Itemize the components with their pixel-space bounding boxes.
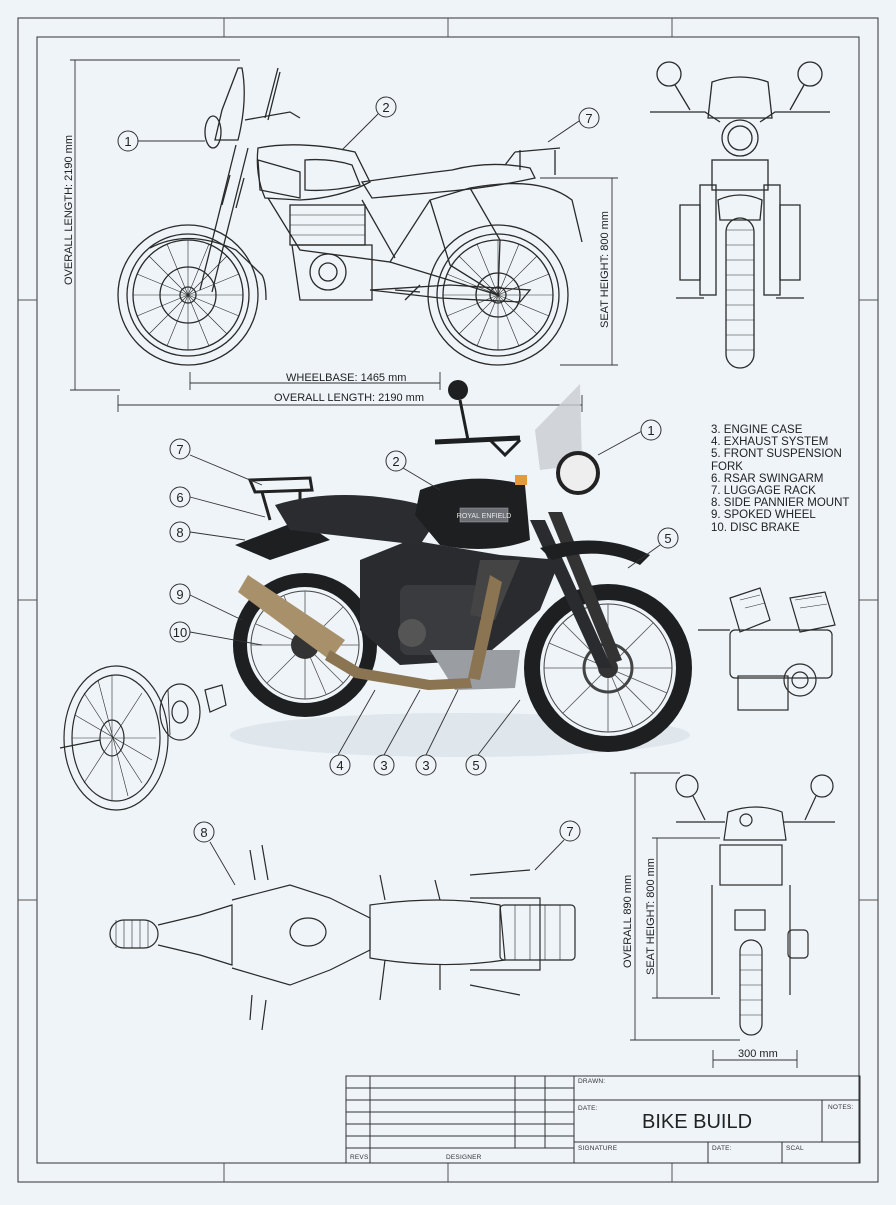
rear-width-label: 300 mm: [738, 1048, 778, 1060]
render-callout-2: 2: [385, 450, 407, 472]
side-view-drawing: [117, 67, 583, 366]
scale-label: SCAL: [786, 1145, 804, 1152]
svg-text:7: 7: [176, 442, 183, 457]
drawn-label: DRAWN:: [578, 1078, 606, 1085]
svg-text:5: 5: [472, 758, 479, 773]
render-callout-5-upper: 5: [657, 527, 679, 549]
side-callout-1: 1: [117, 130, 205, 152]
legend-item: 7. LUGGAGE RACK: [711, 485, 816, 498]
render-callout-7: 7: [169, 438, 191, 460]
svg-text:3: 3: [422, 758, 429, 773]
top-callout-8: 8: [193, 821, 215, 843]
legend-item: 3. ENGINE CASE: [711, 424, 803, 436]
render-callout-5-lower: 5: [465, 754, 487, 776]
main-bike-render: ROYAL ENFIELD: [230, 380, 692, 757]
side-callout-7: 7: [547, 107, 600, 143]
svg-text:8: 8: [176, 525, 183, 540]
legend-item: FORK: [711, 460, 743, 473]
svg-text:3: 3: [380, 758, 387, 773]
seat-height-rear-label: SEAT HEIGHT: 800 mm: [645, 858, 657, 975]
side-callout-2: 2: [341, 96, 397, 151]
render-callout-9: 9: [169, 583, 191, 605]
top-callout-7: 7: [559, 820, 581, 842]
top-view-drawing: [109, 844, 576, 1031]
title-block-title: BIKE BUILD: [642, 1111, 753, 1133]
legend-item: 4. EXHAUST SYSTEM: [711, 436, 829, 449]
svg-text:8: 8: [200, 825, 207, 840]
date-label: DATE:: [578, 1105, 598, 1112]
render-callout-4: 4: [329, 754, 351, 776]
svg-text:7: 7: [566, 824, 573, 839]
parts-legend: 3. ENGINE CASE 4. EXHAUST SYSTEM 5. FRON…: [711, 424, 849, 534]
render-callout-1: 1: [640, 419, 662, 441]
render-callout-3b: 3: [415, 754, 437, 776]
render-callout-10: 10: [169, 621, 191, 643]
legend-item: 9. SPOKED WHEEL: [711, 509, 816, 522]
legend-item: 5. FRONT SUSPENSION: [711, 448, 842, 461]
svg-text:9: 9: [176, 587, 183, 602]
svg-text:10: 10: [173, 625, 187, 640]
svg-text:4: 4: [336, 758, 343, 773]
overall-length-vertical-label: OVERALL LENGTH: 2190 mm: [63, 135, 75, 285]
svg-text:2: 2: [392, 454, 399, 469]
render-callout-3a: 3: [373, 754, 395, 776]
svg-text:2: 2: [382, 100, 389, 115]
render-callout-8: 8: [169, 521, 191, 543]
notes-label: NOTES:: [828, 1104, 854, 1111]
seat-height-side-label: SEAT HEIGHT: 800 mm: [599, 211, 611, 328]
revs-label: REVS: [350, 1154, 369, 1161]
date2-label: DATE:: [712, 1145, 732, 1152]
rear-view-drawing: [675, 774, 835, 1036]
wheelbase-label: WHEELBASE: 1465 mm: [286, 372, 406, 384]
overall-rear-vertical-label: OVERALL 890 mm: [622, 875, 634, 968]
svg-text:5: 5: [664, 531, 671, 546]
svg-text:1: 1: [124, 134, 131, 149]
front-view-drawing: [650, 61, 830, 369]
svg-text:1: 1: [647, 423, 654, 438]
legend-item: 6. RSAR SWINGARM: [711, 472, 824, 485]
signature-label: SIGNATURE: [578, 1145, 618, 1152]
exploded-wheel-drawing: [59, 665, 227, 811]
engine-sketch: [698, 587, 836, 711]
designer-label: DESIGNER: [446, 1154, 482, 1161]
overall-length-horizontal-label: OVERALL LENGTH: 2190 mm: [274, 392, 424, 404]
legend-item: 10. DISC BRAKE: [711, 521, 800, 534]
tank-badge: ROYAL ENFIELD: [457, 513, 511, 520]
legend-item: 8. SIDE PANNIER MOUNT: [711, 497, 850, 510]
svg-text:6: 6: [176, 490, 183, 505]
render-callout-6: 6: [169, 486, 191, 508]
title-block-grid: [345, 1075, 861, 1164]
svg-text:7: 7: [585, 111, 592, 126]
